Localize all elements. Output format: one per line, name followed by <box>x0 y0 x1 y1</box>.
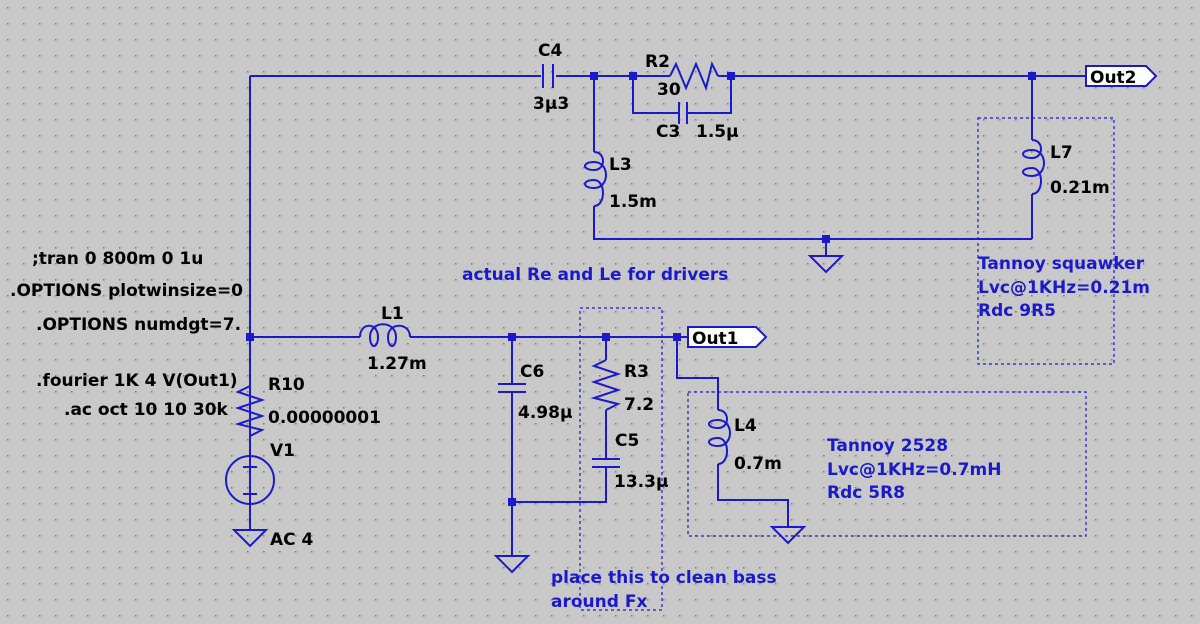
wire-l4-bottom[interactable] <box>717 464 789 527</box>
capacitor-c5[interactable] <box>592 458 620 468</box>
c3-value: 1.5µ <box>696 122 739 142</box>
resistor-r2[interactable] <box>669 61 719 92</box>
l3-value: 1.5m <box>609 192 657 212</box>
capacitor-c6[interactable] <box>498 383 526 393</box>
ground-icon <box>769 526 807 545</box>
directive-options-plotwinsize: .OPTIONS plotwinsize=0 <box>10 281 243 301</box>
c3-name: C3 <box>656 122 680 142</box>
r10-value: 0.00000001 <box>268 408 381 428</box>
l4-value: 0.7m <box>734 454 782 474</box>
note-clean-bass-1: place this to clean bass <box>551 568 777 588</box>
inductor-l4[interactable] <box>708 409 731 465</box>
inductor-l1[interactable] <box>359 323 411 347</box>
wire-l4-top[interactable] <box>676 337 719 410</box>
inductor-l7[interactable] <box>1022 139 1045 195</box>
c5-value: 13.3µ <box>614 472 668 492</box>
l3-name: L3 <box>609 155 632 175</box>
capacitor-c4[interactable] <box>542 64 554 88</box>
resistor-r10[interactable] <box>234 385 266 437</box>
port-out2[interactable]: Out2 <box>1085 65 1158 88</box>
resistor-r3[interactable] <box>590 359 622 411</box>
wire-c3-loop-left[interactable] <box>632 76 678 114</box>
v1-name: V1 <box>270 441 295 461</box>
note-tannoy2528-3: Rdc 5R8 <box>827 483 905 503</box>
ground-icon <box>807 255 845 274</box>
r2-name: R2 <box>645 52 670 72</box>
l1-name: L1 <box>381 304 404 324</box>
capacitor-c3[interactable] <box>678 102 688 124</box>
c4-name: C4 <box>538 41 562 61</box>
note-actual-re-le: actual Re and Le for drivers <box>462 265 728 285</box>
port-out2-label: Out2 <box>1090 68 1137 88</box>
r2-value: 30 <box>657 80 681 100</box>
ground-icon <box>231 529 269 548</box>
l1-value: 1.27m <box>367 354 427 374</box>
c4-value: 3µ3 <box>533 94 569 114</box>
tannoy-2528-box <box>687 391 1087 537</box>
l7-value: 0.21m <box>1050 178 1110 198</box>
c6-name: C6 <box>520 362 544 382</box>
l4-name: L4 <box>734 416 757 436</box>
junctions <box>246 72 1036 506</box>
note-tannoy2528-2: Lvc@1KHz=0.7mH <box>827 460 1001 480</box>
c6-value: 4.98µ <box>518 403 572 423</box>
inductor-l3[interactable] <box>584 151 607 207</box>
directive-tran: ;tran 0 800m 0 1u <box>32 249 203 269</box>
note-clean-bass-2: around Fx <box>551 592 647 612</box>
r10-name: R10 <box>268 375 305 395</box>
note-squawker-1: Tannoy squawker <box>978 254 1145 274</box>
r3-value: 7.2 <box>624 395 654 415</box>
l7-name: L7 <box>1050 143 1073 163</box>
note-squawker-2: Lvc@1KHz=0.21m <box>978 278 1150 298</box>
voltage-source-v1[interactable] <box>225 455 275 505</box>
port-out1-label: Out1 <box>692 329 739 349</box>
port-out1[interactable]: Out1 <box>687 326 768 349</box>
wire-c6-r3-bottom[interactable] <box>512 468 607 503</box>
wire-l3-bottom[interactable] <box>593 206 1032 240</box>
ground-icon <box>493 555 531 574</box>
v1-value: AC 4 <box>270 530 314 550</box>
r3-name: R3 <box>624 362 649 382</box>
note-tannoy2528-1: Tannoy 2528 <box>827 436 948 456</box>
directive-options-numdgt: .OPTIONS numdgt=7. <box>36 315 241 335</box>
note-squawker-3: Rdc 9R5 <box>978 301 1056 321</box>
directive-ac: .ac oct 10 10 30k <box>64 400 229 420</box>
wire-c3-loop-right[interactable] <box>688 76 732 114</box>
squawker-box <box>977 117 1115 365</box>
directive-fourier: .fourier 1K 4 V(Out1) <box>36 371 238 391</box>
c5-name: C5 <box>615 431 639 451</box>
